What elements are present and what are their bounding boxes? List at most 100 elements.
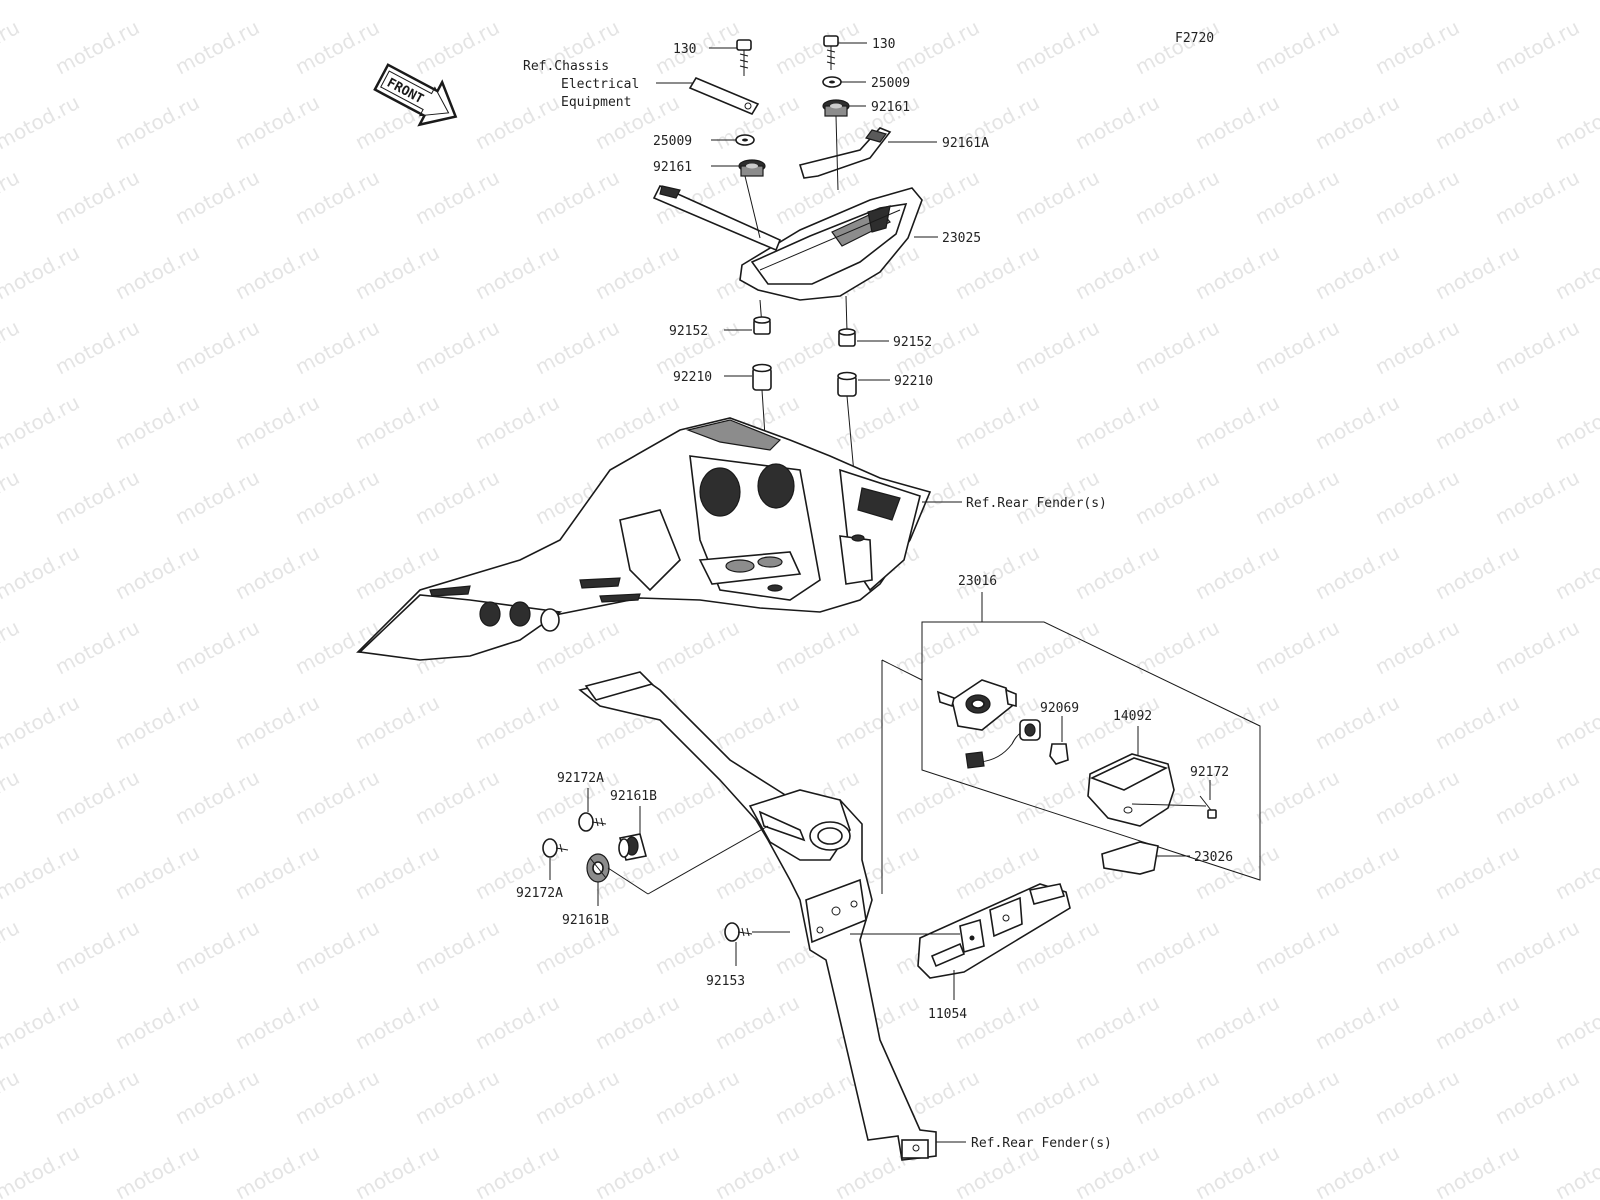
watermark-text: motod.ru — [1071, 540, 1163, 604]
watermark-text: motod.ru — [0, 765, 23, 829]
watermark-text: motod.ru — [1131, 915, 1223, 979]
light-bracket-11054 — [917, 883, 1071, 979]
watermark-text: motod.ru — [1011, 15, 1103, 79]
watermark-text: motod.ru — [111, 540, 203, 604]
bracket-92161a — [798, 127, 892, 179]
watermark-text: motod.ru — [1431, 90, 1523, 154]
chassis-bracket-strip — [688, 76, 760, 116]
watermark-text: motod.ru — [1191, 90, 1283, 154]
watermark-text: motod.ru — [1311, 1140, 1403, 1200]
label-25009-left: 25009 — [653, 134, 692, 149]
watermark-text: motod.ru — [51, 1065, 143, 1129]
watermark-text: motod.ru — [291, 765, 383, 829]
ref-chassis-line-2: Electrical — [561, 77, 639, 92]
watermark-text: motod.ru — [1311, 240, 1403, 304]
watermark-text: motod.ru — [1311, 90, 1403, 154]
label-ref-rear-fender-bottom: Ref.Rear Fender(s) — [971, 1136, 1112, 1151]
watermark-text: motod.ru — [1131, 1065, 1223, 1129]
watermark-text: motod.ru — [1491, 165, 1583, 229]
watermark-text: motod.ru — [0, 990, 83, 1054]
watermark-text: motod.ru — [531, 165, 623, 229]
watermark-text: motod.ru — [1371, 1065, 1463, 1129]
watermark-text: motod.ru — [1191, 540, 1283, 604]
watermark-text: motod.ru — [111, 0, 203, 4]
watermark-text: motod.ru — [411, 915, 503, 979]
watermark-text: motod.ru — [711, 1140, 803, 1200]
ref-chassis-label: Ref.Chassis Electrical Equipment — [523, 59, 639, 110]
watermark-text: motod.ru — [651, 615, 743, 679]
label-92172a-top: 92172A — [557, 771, 604, 786]
label-92161b-bottom: 92161B — [562, 913, 609, 928]
watermark-text: motod.ru — [1251, 915, 1343, 979]
watermark-text: motod.ru — [1371, 615, 1463, 679]
screw-92172 — [1199, 795, 1217, 819]
watermark-text: motod.ru — [1491, 465, 1583, 529]
watermark-text: motod.ru — [0, 0, 83, 4]
bolt-92172a-bottom — [542, 838, 569, 858]
watermark-text: motod.ru — [51, 165, 143, 229]
watermark-text: motod.ru — [1131, 165, 1223, 229]
watermark-text: motod.ru — [531, 1065, 623, 1129]
watermark-text: motod.ru — [771, 15, 863, 79]
watermark-text: motod.ru — [591, 990, 683, 1054]
watermark-text: motod.ru — [1371, 315, 1463, 379]
collar-92152-right — [838, 328, 856, 347]
watermark-text: motod.ru — [351, 240, 443, 304]
watermark-text: motod.ru — [1311, 840, 1403, 904]
watermark-text: motod.ru — [651, 1065, 743, 1129]
watermark-text: motod.ru — [0, 240, 83, 304]
watermark-text: motod.ru — [1071, 390, 1163, 454]
label-92210-left: 92210 — [673, 370, 712, 385]
watermark-text: motod.ru — [171, 1065, 263, 1129]
watermark-text: motod.ru — [0, 615, 23, 679]
watermark-text: motod.ru — [951, 540, 1043, 604]
watermark-text: motod.ru — [1251, 465, 1343, 529]
grommet-92161b-top — [618, 833, 647, 861]
watermark-text: motod.ru — [711, 690, 803, 754]
watermark-text: motod.ru — [1251, 165, 1343, 229]
watermark-text: motod.ru — [171, 765, 263, 829]
watermark-text: motod.ru — [1011, 1065, 1103, 1129]
license-bracket-stay — [578, 671, 937, 1161]
figure-code: F2720 — [1175, 31, 1214, 46]
label-11054: 11054 — [928, 1007, 967, 1022]
watermark-text: motod.ru — [0, 915, 23, 979]
watermark-text: motod.ru — [111, 840, 203, 904]
watermark-text: motod.ru — [111, 240, 203, 304]
ref-chassis-line-1: Ref.Chassis — [523, 59, 609, 74]
watermark-text: motod.ru — [231, 240, 323, 304]
watermark-text: motod.ru — [951, 990, 1043, 1054]
watermark-text: motod.ru — [0, 465, 23, 529]
watermark-text: motod.ru — [1131, 615, 1223, 679]
watermark-text: motod.ru — [51, 765, 143, 829]
watermark-text: motod.ru — [231, 1140, 323, 1200]
watermark-text: motod.ru — [1011, 315, 1103, 379]
socket-wire-92069 — [965, 719, 1069, 769]
watermark-text: motod.ru — [1311, 690, 1403, 754]
label-92152-right: 92152 — [893, 335, 932, 350]
watermark-text: motod.ru — [0, 390, 83, 454]
label-23025: 23025 — [942, 231, 981, 246]
watermark-text: motod.ru — [471, 690, 563, 754]
watermark-text: motod.ru — [1071, 0, 1163, 4]
watermark-text: motod.ru — [171, 615, 263, 679]
watermark-text: motod.ru — [111, 390, 203, 454]
watermark-text: motod.ru — [1251, 15, 1343, 79]
watermark-text: motod.ru — [51, 615, 143, 679]
watermark-text: motod.ru — [291, 915, 383, 979]
watermark-text: motod.ru — [1251, 315, 1343, 379]
watermark-text: motod.ru — [111, 90, 203, 154]
watermark-text: motod.ru — [291, 1065, 383, 1129]
watermark-text: motod.ru — [1371, 765, 1463, 829]
watermark-text: motod.ru — [0, 90, 83, 154]
watermark-text: motod.ru — [591, 240, 683, 304]
watermark-text: motod.ru — [351, 390, 443, 454]
washer-25009-left — [735, 134, 755, 146]
watermark-text: motod.ru — [831, 390, 923, 454]
lens-cover-23026 — [1101, 841, 1159, 875]
watermark-text: motod.ru — [1551, 90, 1600, 154]
watermark-text: motod.ru — [111, 690, 203, 754]
watermark-text: motod.ru — [411, 465, 503, 529]
grommet-92161-left — [738, 159, 766, 177]
watermark-text: motod.ru — [1551, 240, 1600, 304]
